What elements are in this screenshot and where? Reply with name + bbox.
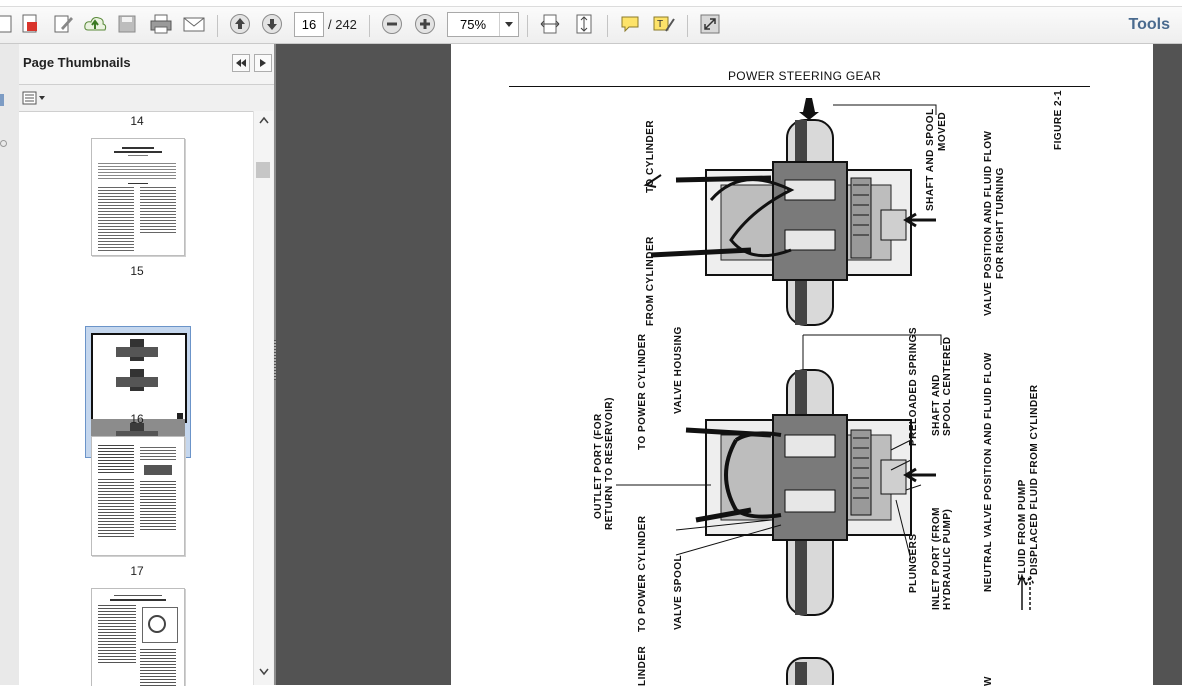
edit-icon[interactable] xyxy=(50,11,76,37)
heading-rule xyxy=(509,86,1090,87)
options-menu-icon[interactable] xyxy=(22,89,48,107)
print-icon[interactable] xyxy=(148,11,174,37)
valve-diagram xyxy=(616,98,1035,685)
page-number-input[interactable]: 16 xyxy=(294,12,324,37)
create-icon[interactable] xyxy=(0,11,18,37)
thumbnail-page-15[interactable] xyxy=(91,138,185,256)
legend-fluid-from-pump: FLUID FROM PUMP xyxy=(1017,479,1028,580)
tools-button[interactable]: Tools xyxy=(1128,16,1170,33)
inlet-port-label: INLET PORT (FROM xyxy=(931,507,942,610)
cut-off-cylinder-label: LINDER xyxy=(637,645,648,686)
page-heading: POWER STEERING GEAR xyxy=(728,69,882,83)
zoom-value: 75% xyxy=(460,17,487,32)
fit-width-icon[interactable] xyxy=(537,11,563,37)
panel-title: Page Thumbnails xyxy=(23,55,131,70)
thumbnail-label: 15 xyxy=(130,264,144,278)
outlet-port-label-2: RETURN TO RESERVOIR) xyxy=(604,397,615,530)
main-toolbar: 16 / 242 75% T Tools xyxy=(0,7,1182,44)
shaft-spool-centered-label: SHAFT AND xyxy=(931,374,942,436)
zoom-level-select[interactable]: 75% xyxy=(447,12,519,37)
next-page-icon[interactable] xyxy=(259,11,285,37)
zoom-out-icon[interactable] xyxy=(379,11,405,37)
panel-header: Page Thumbnails xyxy=(19,44,274,85)
expand-icon[interactable] xyxy=(697,11,723,37)
zoom-in-icon[interactable] xyxy=(412,11,438,37)
attachments-tab-icon[interactable] xyxy=(0,140,7,147)
from-cylinder-label: FROM CYLINDER xyxy=(645,236,656,326)
shaft-spool-moved-label-2: MOVED xyxy=(937,111,948,151)
thumbnail-list: 14 15 16 xyxy=(19,111,253,686)
valve-spool-label: VALVE SPOOL xyxy=(673,554,684,630)
thumbnail-label: 14 xyxy=(130,114,144,128)
chevron-down-icon[interactable] xyxy=(499,13,518,36)
total-pages: / 242 xyxy=(328,17,357,32)
thumbnail-scrollbar[interactable] xyxy=(253,111,273,685)
preloaded-springs-label: PRELOADED SPRINGS xyxy=(908,326,919,446)
right-turn-caption: VALVE POSITION AND FLUID FLOW xyxy=(983,130,994,316)
scroll-down-icon[interactable] xyxy=(254,667,273,683)
shaft-spool-moved-label: SHAFT AND SPOOL xyxy=(925,108,936,211)
scroll-up-icon[interactable] xyxy=(254,115,273,131)
create-pdf-icon[interactable] xyxy=(17,11,43,37)
third-valve-illustration xyxy=(786,657,834,685)
neutral-caption: NEUTRAL VALVE POSITION AND FLUID FLOW xyxy=(983,352,994,592)
thumbnail-page-18[interactable] xyxy=(91,588,185,686)
right-turn-valve-illustration xyxy=(643,98,937,326)
right-turn-caption-2: FOR RIGHT TURNING xyxy=(995,167,1006,279)
outlet-port-label: OUTLET PORT (FOR xyxy=(593,413,604,519)
collapse-panel-icon[interactable] xyxy=(232,54,250,72)
to-power-cylinder-top-label: TO POWER CYLINDER xyxy=(637,333,648,450)
highlight-text-icon[interactable]: T xyxy=(651,11,677,37)
scrollbar-thumb[interactable] xyxy=(256,162,270,178)
comment-icon[interactable] xyxy=(617,11,643,37)
valve-housing-label: VALVE HOUSING xyxy=(673,326,684,414)
fit-page-icon[interactable] xyxy=(571,11,597,37)
email-icon[interactable] xyxy=(181,11,207,37)
neutral-valve-illustration xyxy=(616,334,942,616)
navigation-pane-strip xyxy=(0,44,20,685)
to-cylinder-label: TO CYLINDER xyxy=(645,119,656,193)
thumbnail-page-17[interactable] xyxy=(91,436,185,556)
page-thumbnails-panel: Page Thumbnails 14 15 xyxy=(19,44,275,686)
panel-splitter[interactable] xyxy=(274,44,276,685)
thumbnail-label: 17 xyxy=(130,564,144,578)
thumbnail-label: 16 xyxy=(130,412,144,426)
page-thumbnails-tab-icon[interactable] xyxy=(0,94,4,106)
shaft-spool-centered-label-2: SPOOL CENTERED xyxy=(942,336,953,436)
plungers-label: PLUNGERS xyxy=(908,533,919,593)
previous-page-icon[interactable] xyxy=(227,11,253,37)
legend-arrows xyxy=(1017,574,1035,610)
save-icon[interactable] xyxy=(114,11,140,37)
figure-label: FIGURE 2-1 xyxy=(1053,89,1064,150)
cloud-upload-icon[interactable] xyxy=(82,11,108,37)
inlet-port-label-2: HYDRAULIC PUMP) xyxy=(942,508,953,610)
window-top-edge xyxy=(0,0,1182,7)
to-power-cylinder-bottom-label: TO POWER CYLINDER xyxy=(637,515,648,632)
legend-displaced-fluid: DISPLACED FLUID FROM CYLINDER xyxy=(1029,384,1040,575)
panel-options-bar xyxy=(19,85,274,111)
svg-text:T: T xyxy=(657,19,663,30)
panel-next-icon[interactable] xyxy=(254,54,272,72)
